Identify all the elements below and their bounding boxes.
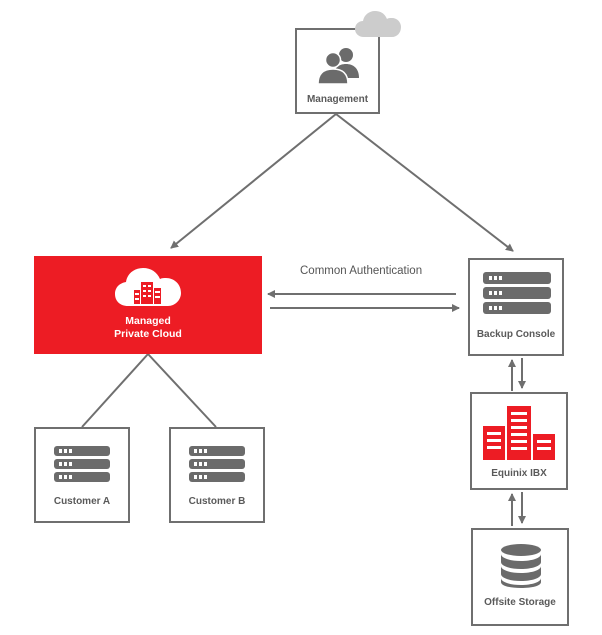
customer-a-node[interactable]: Customer A [34, 427, 130, 523]
edge-management-to-backup-console [335, 113, 514, 252]
edge-management-to-private-cloud [170, 113, 337, 249]
common-authentication-label: Common Authentication [300, 265, 423, 277]
management-node[interactable]: Management [295, 28, 380, 114]
cloud-building-icon [115, 268, 181, 306]
edge-private-cloud-to-customer-b [147, 353, 217, 428]
cloud-icon [355, 11, 401, 37]
equinix-ibx-label: Equinix IBX [491, 468, 547, 479]
server-stack-icon [189, 446, 245, 482]
customer-b-label: Customer B [188, 496, 246, 507]
managed-private-cloud-label-line2: Private Cloud [114, 328, 182, 340]
offsite-storage-label: Offsite Storage [484, 597, 556, 608]
customer-a-label: Customer A [53, 496, 111, 507]
offsite-storage-node[interactable]: Offsite Storage [471, 528, 569, 626]
backup-console-label: Backup Console [476, 329, 556, 340]
management-label: Management [306, 94, 369, 105]
database-icon [501, 544, 541, 588]
equinix-ibx-node[interactable]: Equinix IBX [470, 392, 568, 490]
managed-private-cloud-node[interactable]: Managed Private Cloud [34, 256, 262, 354]
server-stack-icon [54, 446, 110, 482]
customer-b-node[interactable]: Customer B [169, 427, 265, 523]
server-stack-icon [483, 272, 551, 314]
users-icon [317, 48, 359, 85]
edge-private-cloud-to-customer-a [81, 353, 149, 428]
backup-console-node[interactable]: Backup Console [468, 258, 564, 356]
buildings-icon [483, 406, 555, 460]
managed-private-cloud-label-line1: Managed [125, 315, 171, 327]
